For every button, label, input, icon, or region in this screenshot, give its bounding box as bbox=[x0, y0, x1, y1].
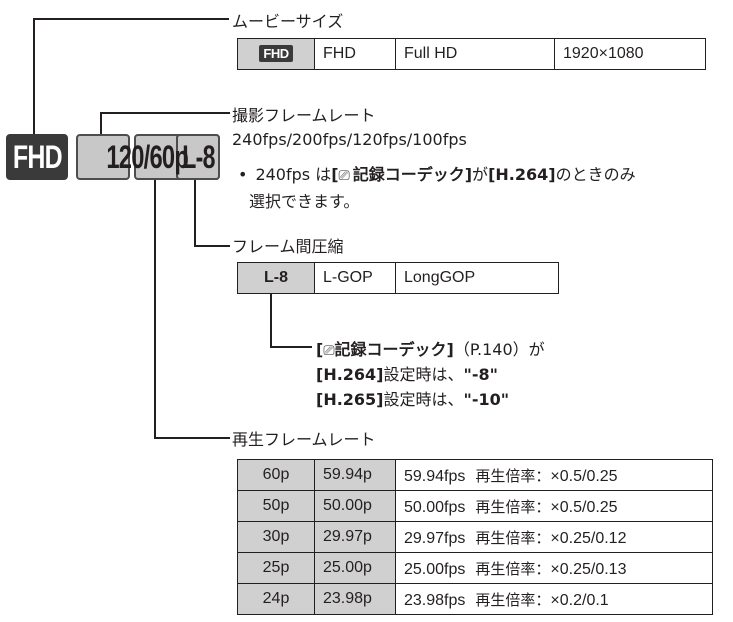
playback-code: 30p bbox=[237, 521, 315, 553]
compression-label: フレーム間圧縮 bbox=[232, 237, 344, 256]
playback-actual: 59.94p bbox=[314, 459, 396, 491]
codec-label: 記録コーデック bbox=[334, 340, 447, 359]
playback-code: 24p bbox=[237, 583, 315, 615]
h264-value: "-8" bbox=[463, 365, 498, 384]
connector-rate-horizontal bbox=[100, 112, 230, 114]
playback-ratio: ×0.5/0.25 bbox=[550, 467, 618, 485]
fhd-icon: FHD bbox=[259, 45, 293, 62]
capture-rate-label: 撮影フレームレート bbox=[232, 106, 376, 125]
bullet: • bbox=[238, 165, 248, 184]
capture-rate-values: 240fps/200fps/120fps/100fps bbox=[232, 130, 467, 149]
table-row: FHD FHD Full HD 1920×1080 bbox=[237, 38, 706, 70]
playback-ratio: ×0.5/0.25 bbox=[550, 498, 618, 516]
playback-fps-ratio: 59.94fps 再生倍率：×0.5/0.25 bbox=[395, 459, 713, 491]
codec-movie-icon: ⎚ bbox=[323, 343, 335, 359]
codec-bracket-open: [ bbox=[316, 340, 324, 359]
connector-codec-horizontal bbox=[270, 346, 312, 348]
connector-compression-vertical bbox=[194, 180, 196, 247]
codec-note-line1: [⎚記録コーデック]（P.140）が bbox=[316, 336, 545, 360]
capture-rate-note-line2: 選択できます。 bbox=[249, 192, 360, 211]
note-only: のときのみ bbox=[555, 165, 636, 184]
playback-fps-ratio: 25.00fps 再生倍率：×0.25/0.13 bbox=[395, 552, 713, 584]
playback-code: 25p bbox=[237, 552, 315, 584]
connector-codec-vertical bbox=[270, 292, 272, 348]
codec-page-ref: （P.140）が bbox=[453, 340, 545, 359]
playback-ratio-prefix: 再生倍率： bbox=[475, 559, 551, 578]
playback-fps: 59.94fps bbox=[404, 467, 466, 485]
codec-note-h265: [H.265]設定時は、"-10" bbox=[316, 386, 509, 410]
h265-label: [H.265] bbox=[316, 390, 384, 409]
codec-note-h264: [H.264]設定時は、"-8" bbox=[316, 361, 498, 385]
movie-size-table: FHD FHD Full HD 1920×1080 bbox=[237, 38, 706, 70]
connector-playback-horizontal bbox=[154, 437, 230, 439]
playback-actual: 25.00p bbox=[314, 552, 396, 584]
note-h264: [H.264] bbox=[488, 165, 556, 184]
h264-text: 設定時は、 bbox=[383, 365, 464, 384]
note-ga: が bbox=[472, 165, 489, 184]
movie-camera-icon: ⎚ bbox=[338, 168, 350, 184]
movie-size-code: FHD bbox=[314, 38, 396, 70]
movie-size-pixels: 1920×1080 bbox=[554, 38, 706, 70]
h264-label: [H.264] bbox=[316, 365, 384, 384]
compression-badge-text: L-8 bbox=[181, 138, 215, 175]
h265-text: 設定時は、 bbox=[383, 390, 464, 409]
resolution-badge: FHD bbox=[6, 134, 68, 180]
note-bracket-close: ] bbox=[464, 165, 473, 184]
compression-short: L-GOP bbox=[314, 262, 396, 294]
playback-rate-label: 再生フレームレート bbox=[232, 430, 376, 449]
connector-fhd-horizontal bbox=[33, 18, 229, 20]
playback-code: 60p bbox=[237, 459, 315, 491]
playback-fps-ratio: 50.00fps 再生倍率：×0.5/0.25 bbox=[395, 490, 713, 522]
framerate-badge: 120/60p bbox=[76, 134, 218, 180]
movie-size-name: Full HD bbox=[395, 38, 555, 70]
note-codec: 記録コーデック bbox=[352, 165, 465, 184]
note-bracket-open: [ bbox=[331, 165, 339, 184]
connector-fhd-vertical bbox=[33, 18, 35, 150]
playback-actual: 50.00p bbox=[314, 490, 396, 522]
connector-rate-vertical bbox=[100, 112, 102, 150]
playback-ratio: ×0.25/0.13 bbox=[550, 560, 627, 578]
connector-compression-horizontal bbox=[194, 245, 230, 247]
playback-ratio: ×0.2/0.1 bbox=[550, 591, 609, 609]
framerate-120-box bbox=[76, 134, 130, 180]
playback-ratio: ×0.25/0.12 bbox=[550, 529, 627, 547]
h265-value: "-10" bbox=[463, 390, 510, 409]
playback-fps: 23.98fps bbox=[404, 591, 466, 609]
compression-badge-box: L-8 bbox=[176, 134, 220, 180]
playback-fps-ratio: 23.98fps 再生倍率：×0.2/0.1 bbox=[395, 583, 713, 615]
framerate-badge-text: 120/60p bbox=[106, 138, 188, 175]
compression-name: LongGOP bbox=[395, 262, 559, 294]
compression-table: L-8 L-GOP LongGOP bbox=[237, 262, 559, 294]
playback-fps: 29.97fps bbox=[404, 529, 466, 547]
capture-rate-note-line1: • 240fps は[⎚記録コーデック]が[H.264]のときのみ bbox=[232, 161, 636, 185]
playback-ratio-prefix: 再生倍率： bbox=[475, 497, 551, 516]
playback-code: 50p bbox=[237, 490, 315, 522]
resolution-badge-text: FHD bbox=[12, 138, 63, 175]
movie-size-icon-cell: FHD bbox=[237, 38, 315, 70]
movie-size-label: ムービーサイズ bbox=[232, 12, 344, 31]
connector-playback-vertical bbox=[154, 180, 156, 439]
playback-ratio-prefix: 再生倍率： bbox=[475, 590, 551, 609]
playback-ratio-prefix: 再生倍率： bbox=[475, 466, 551, 485]
playback-fps: 50.00fps bbox=[404, 498, 466, 516]
compression-code: L-8 bbox=[237, 262, 315, 294]
codec-bracket-close: ] bbox=[446, 340, 454, 359]
note-240fps: 240fps は bbox=[255, 165, 332, 184]
playback-fps-ratio: 29.97fps 再生倍率：×0.25/0.12 bbox=[395, 521, 713, 553]
playback-fps: 25.00fps bbox=[404, 560, 466, 578]
playback-actual: 23.98p bbox=[314, 583, 396, 615]
playback-actual: 29.97p bbox=[314, 521, 396, 553]
playback-ratio-prefix: 再生倍率： bbox=[475, 528, 551, 547]
table-row: L-8 L-GOP LongGOP bbox=[237, 262, 559, 294]
